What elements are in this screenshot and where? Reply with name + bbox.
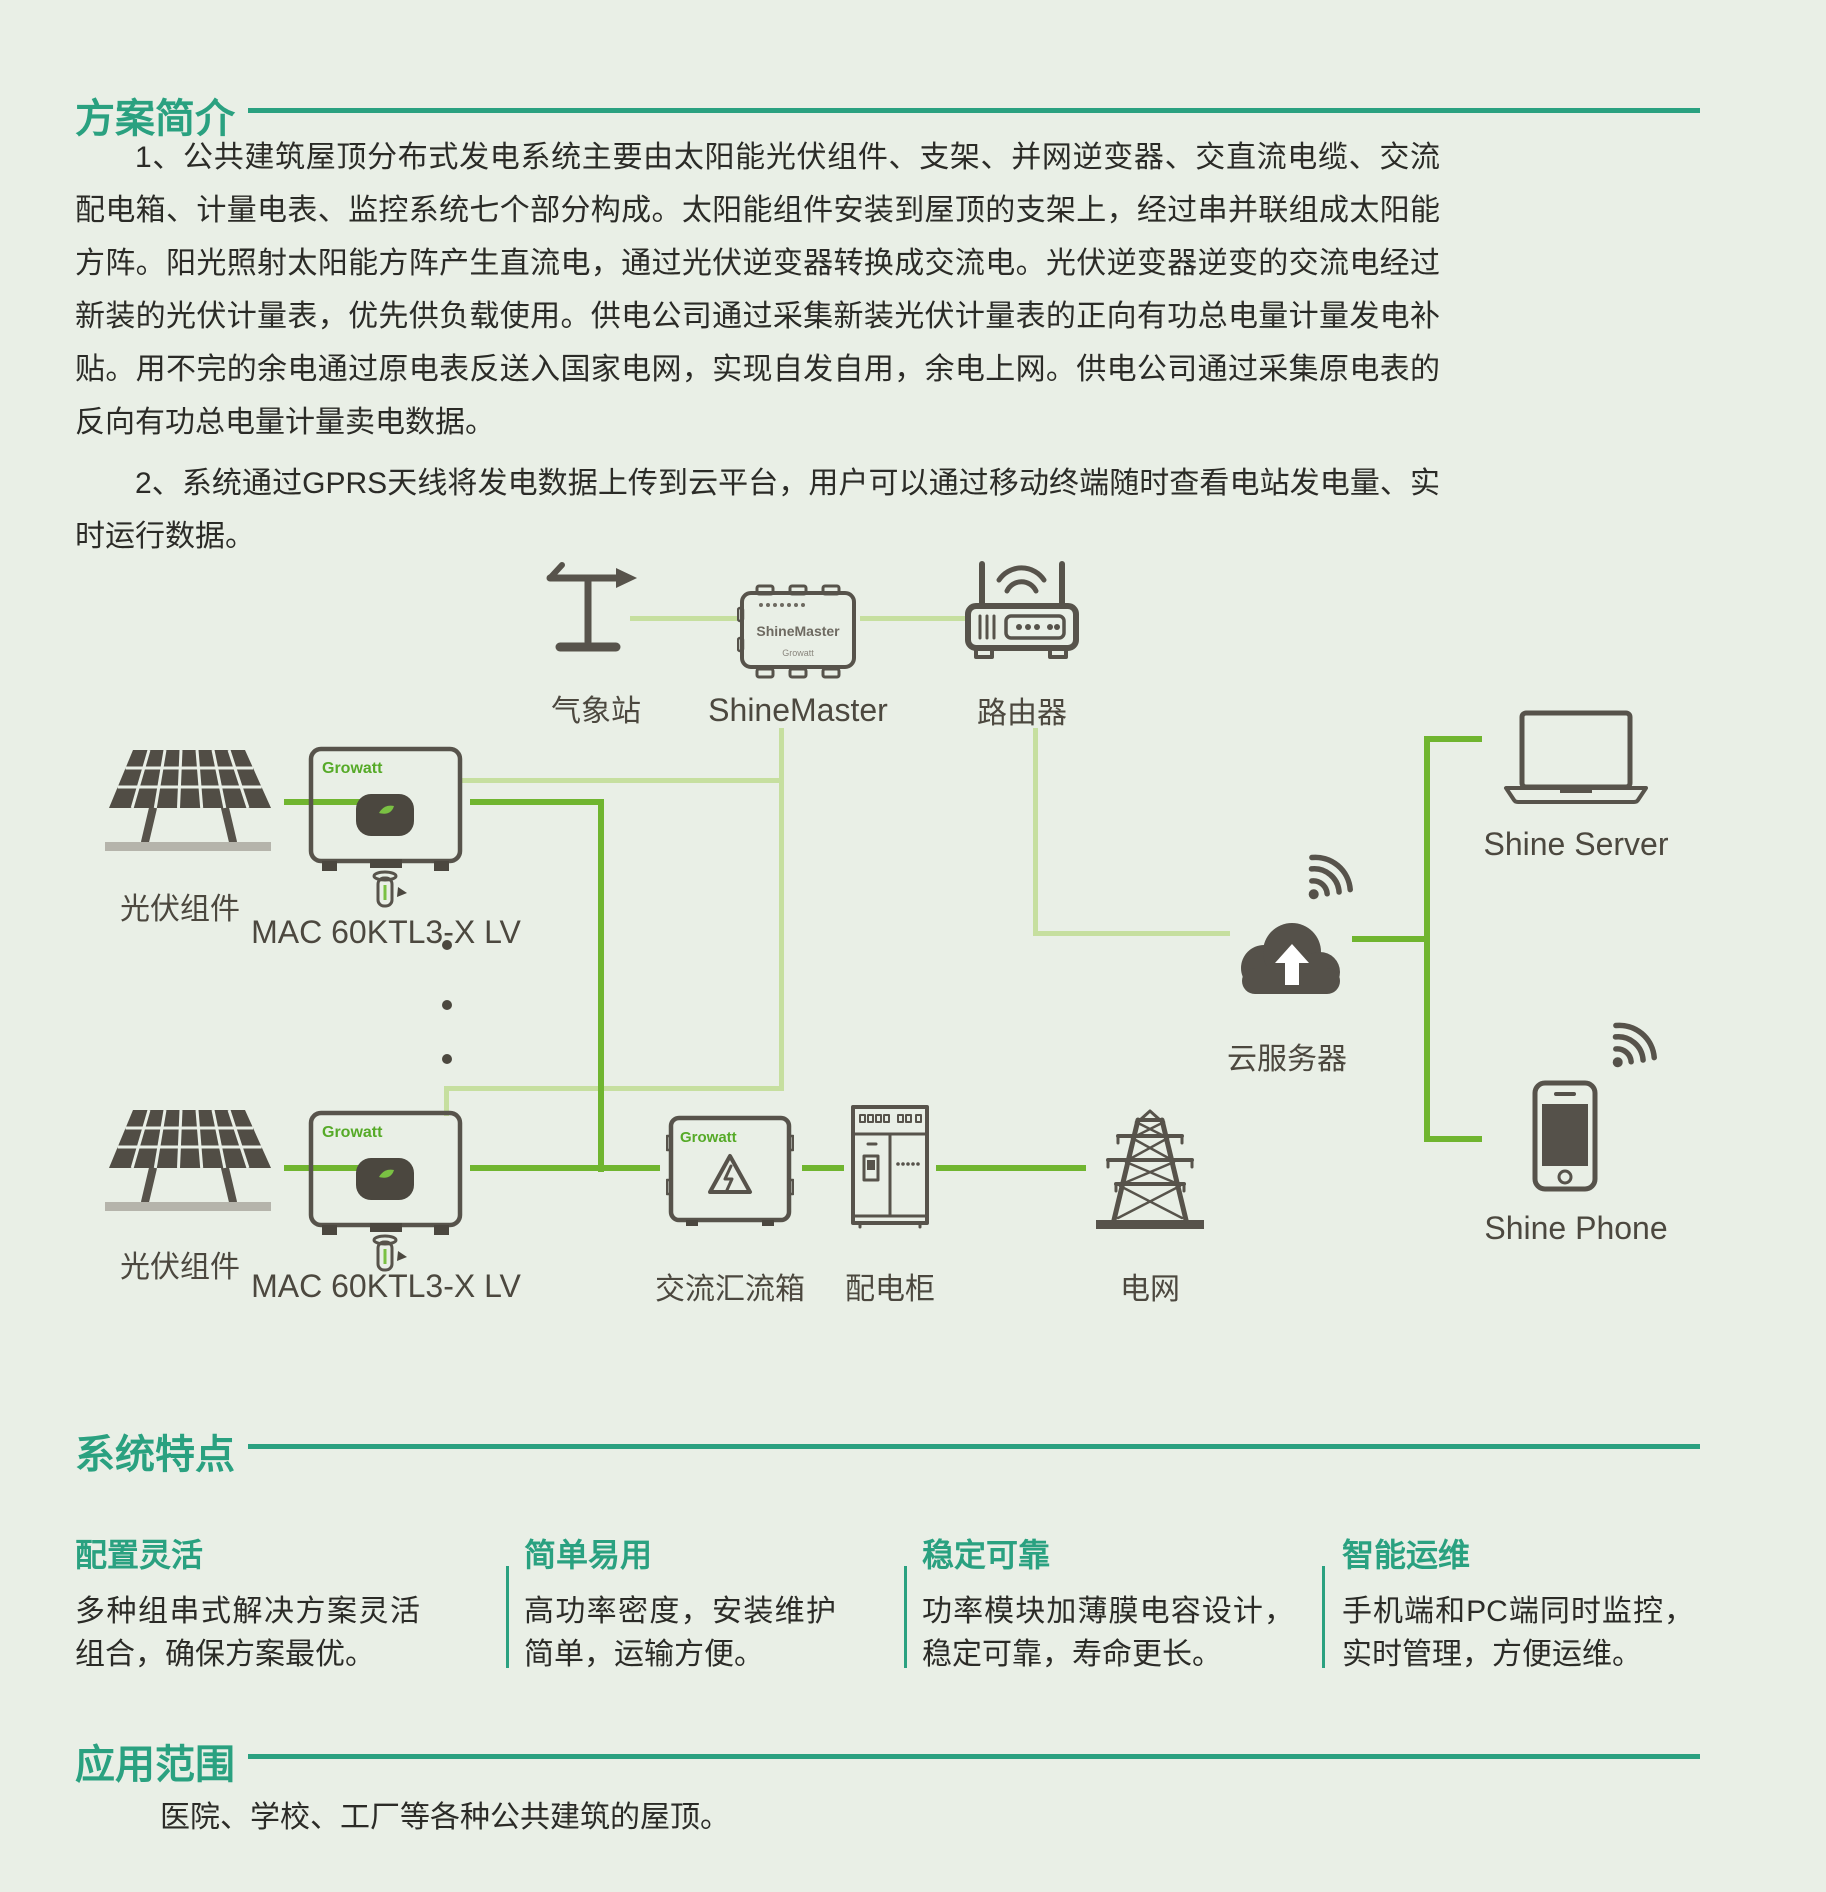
- link-shinemaster-down: [779, 728, 784, 1090]
- weather-station-label: 气象站: [551, 695, 641, 728]
- grid-label: 电网: [1120, 1273, 1180, 1306]
- link-inverter1-down: [598, 799, 604, 1172]
- link-shinemaster-to-router: [860, 616, 966, 621]
- feature-body: 多种组串式解决方案灵活组合，确保方案最优。: [75, 1595, 420, 1671]
- feature-body: 手机端和PC端同时监控，实时管理，方便运维。: [1342, 1595, 1694, 1671]
- ac-combiner-box-icon: Growatt: [666, 1114, 794, 1228]
- inverter-icon: Growatt: [308, 746, 463, 916]
- link-inverter1-out: [470, 799, 604, 805]
- link-pv2-to-inverter2: [284, 1165, 368, 1171]
- link-weather-to-shinemaster: [630, 616, 737, 621]
- intro-section-title: 方案简介: [75, 97, 235, 141]
- shinemaster-brand-label: Growatt: [782, 648, 814, 658]
- feature-divider: [1322, 1566, 1325, 1668]
- link-inverter2-to-combiner: [470, 1165, 660, 1171]
- link-comm-bottom-horizontal: [444, 1086, 784, 1091]
- feature-title: 简单易用: [524, 1537, 653, 1573]
- feature-item: 配置灵活 多种组串式解决方案灵活组合，确保方案最优。: [75, 1530, 420, 1676]
- link-inverter1-comm: [462, 778, 781, 783]
- ellipsis-dot: [442, 1000, 452, 1010]
- shinemaster-label: ShineMaster: [708, 692, 888, 728]
- cloud-server-label: 云服务器: [1227, 1043, 1347, 1076]
- link-combiner-to-cabinet: [802, 1165, 844, 1171]
- wifi-icon: [1292, 850, 1356, 910]
- link-router-down: [1033, 728, 1038, 936]
- features-section-title: 系统特点: [75, 1433, 235, 1477]
- wifi-icon: [1596, 1018, 1660, 1078]
- cabinet-label: 配电柜: [845, 1273, 935, 1306]
- ellipsis-dot: [442, 940, 452, 950]
- feature-divider: [904, 1566, 907, 1668]
- link-cloud-to-branch: [1352, 936, 1426, 942]
- inverter-label: MAC 60KTL3-X LV: [251, 1268, 521, 1304]
- inverter-icon: Growatt: [308, 1110, 463, 1280]
- feature-item: 简单易用 高功率密度，安装维护简单，运输方便。: [524, 1530, 836, 1676]
- application-body: 医院、学校、工厂等各种公共建筑的屋顶。: [160, 1801, 730, 1834]
- feature-item: 稳定可靠 功率模块加薄膜电容设计，稳定可靠，寿命更长。: [922, 1530, 1294, 1676]
- link-branch-to-server: [1424, 736, 1482, 742]
- pv-module-icon: [103, 1106, 273, 1218]
- pv-module-icon: [103, 746, 273, 858]
- feature-body: 高功率密度，安装维护简单，运输方便。: [524, 1595, 836, 1671]
- inverter-brand-label: Growatt: [322, 1124, 383, 1141]
- laptop-icon: [1500, 710, 1652, 806]
- feature-title: 稳定可靠: [922, 1537, 1051, 1573]
- feature-item: 智能运维 手机端和PC端同时监控，实时管理，方便运维。: [1342, 1530, 1694, 1676]
- intro-section-rule: [248, 108, 1700, 113]
- intro-paragraph-1: 1、公共建筑屋顶分布式发电系统主要由太阳能光伏组件、支架、并网逆变器、交直流电缆…: [75, 141, 1440, 439]
- feature-body: 功率模块加薄膜电容设计，稳定可靠，寿命更长。: [922, 1595, 1294, 1671]
- application-section-rule: [248, 1754, 1700, 1759]
- link-branch-vertical: [1424, 736, 1430, 1142]
- inverter-brand-label: Growatt: [322, 760, 383, 777]
- shinemaster-device-label: ShineMaster: [756, 623, 840, 639]
- link-branch-to-phone: [1424, 1136, 1482, 1142]
- shine-server-label: Shine Server: [1483, 826, 1669, 862]
- inverter-label: MAC 60KTL3-X LV: [251, 914, 521, 950]
- combiner-brand-label: Growatt: [680, 1129, 737, 1146]
- link-comm-to-inverter2: [444, 1086, 449, 1116]
- shinemaster-device-icon: ShineMaster Growatt: [737, 584, 859, 680]
- features-section-rule: [248, 1444, 1700, 1449]
- link-router-to-cloud: [1033, 931, 1230, 936]
- feature-title: 智能运维: [1342, 1537, 1471, 1573]
- feature-title: 配置灵活: [75, 1537, 204, 1573]
- link-pv1-to-inverter1: [284, 799, 368, 805]
- distribution-cabinet-icon: [850, 1104, 930, 1230]
- pv-module-label: 光伏组件: [120, 1251, 240, 1284]
- power-grid-icon: [1094, 1108, 1206, 1232]
- router-label: 路由器: [977, 697, 1067, 730]
- ellipsis-dot: [442, 1054, 452, 1064]
- application-section-title: 应用范围: [75, 1743, 235, 1787]
- pv-module-label: 光伏组件: [120, 893, 240, 926]
- weather-station-icon: [538, 554, 653, 666]
- shine-phone-label: Shine Phone: [1484, 1210, 1668, 1246]
- cloud-server-icon: [1228, 910, 1346, 1005]
- combiner-label: 交流汇流箱: [655, 1273, 805, 1306]
- router-icon: [962, 556, 1082, 662]
- link-cabinet-to-grid: [936, 1165, 1086, 1171]
- smartphone-icon: [1532, 1080, 1598, 1192]
- feature-divider: [506, 1566, 509, 1668]
- intro-paragraph-2: 2、系统通过GPRS天线将发电数据上传到云平台，用户可以通过移动终端随时查看电站…: [75, 467, 1440, 553]
